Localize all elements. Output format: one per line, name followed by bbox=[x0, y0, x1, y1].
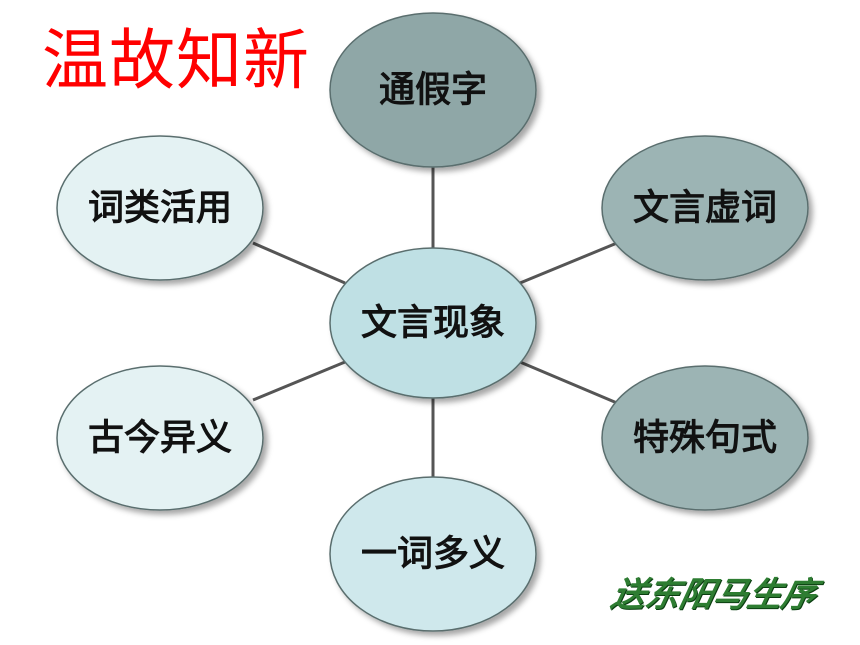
node-tongjiazi: 通假字 bbox=[329, 12, 537, 168]
node-center-shape bbox=[329, 247, 537, 399]
node-cilei-huoyong-label: 词类活用 bbox=[88, 188, 232, 229]
node-center-label: 文言现象 bbox=[361, 303, 505, 344]
node-yici-duoyi-label: 一词多义 bbox=[361, 534, 505, 575]
node-cilei-huoyong: 词类活用 bbox=[56, 135, 264, 281]
node-yici-duoyi-shape bbox=[329, 476, 537, 632]
connector-wenyan-xuci bbox=[519, 241, 618, 285]
connector-lines bbox=[252, 165, 618, 478]
connector-cilei-huoyong bbox=[252, 241, 346, 285]
node-yici-duoyi: 一词多义 bbox=[329, 476, 537, 632]
slide-title: 温故知新 bbox=[42, 22, 310, 99]
node-tongjiazi-shape bbox=[329, 12, 537, 168]
node-gujin-yiyi: 古今异义 bbox=[56, 365, 264, 511]
node-teshu-jushi: 特殊句式 bbox=[601, 365, 809, 511]
node-gujin-yiyi-label: 古今异义 bbox=[88, 418, 232, 459]
connector-gujin-yiyi bbox=[252, 360, 346, 402]
node-tongjiazi-label: 通假字 bbox=[379, 70, 487, 111]
connector-teshu-jushi bbox=[519, 360, 618, 405]
signature-text: 送东阳马生序 bbox=[607, 575, 821, 615]
node-center: 文言现象 bbox=[329, 247, 537, 399]
node-cilei-huoyong-shape bbox=[56, 135, 264, 281]
node-wenyan-xuci: 文言虚词 bbox=[601, 135, 809, 281]
node-wenyan-xuci-label: 文言虚词 bbox=[633, 188, 777, 229]
node-gujin-yiyi-shape bbox=[56, 365, 264, 511]
node-teshu-jushi-label: 特殊句式 bbox=[633, 418, 777, 459]
node-wenyan-xuci-shape bbox=[601, 135, 809, 281]
node-teshu-jushi-shape bbox=[601, 365, 809, 511]
